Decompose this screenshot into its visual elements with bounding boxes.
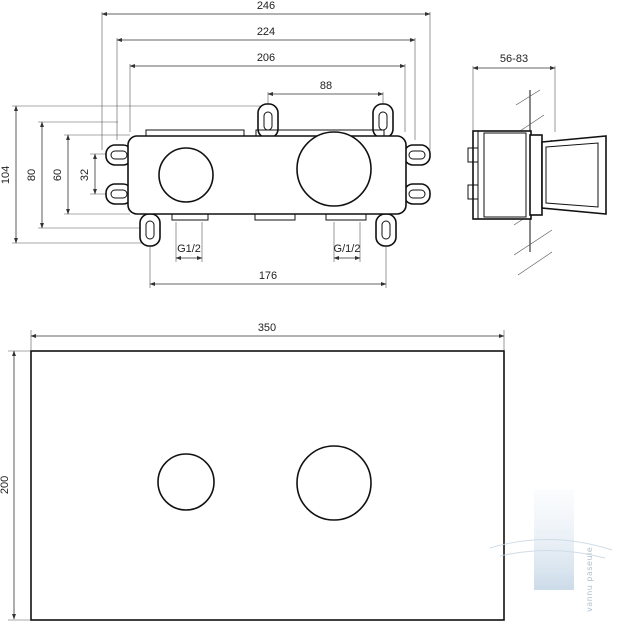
diverter-opening-small [158, 147, 214, 203]
dimension-206: 206 [257, 52, 275, 64]
depth-range-label: 56-83 [500, 53, 528, 65]
plate-opening-small [157, 453, 215, 511]
dimension-60: 60 [52, 169, 64, 181]
thread-dimensions: G1/2 G/1/2 [175, 243, 361, 260]
dimension-80: 80 [26, 169, 38, 181]
mixer-housing [127, 129, 407, 221]
dimension-224: 224 [257, 26, 275, 38]
thread-left-label: G1/2 [177, 243, 201, 255]
cover-plate [30, 350, 505, 621]
dimension-104: 104 [0, 166, 12, 184]
thread-right-label: G/1/2 [334, 243, 361, 255]
dimension-246: 246 [257, 0, 275, 12]
cover-plate-view: 350 200 [0, 322, 505, 621]
thermostat-opening-large [296, 131, 372, 207]
extension-lines [12, 12, 431, 288]
watermark-text: vannu paseule [585, 547, 594, 612]
plate-opening-large [296, 445, 372, 521]
watermark: vannu paseule [489, 490, 613, 612]
side-view: 56-83 [467, 53, 607, 276]
plate-width-label: 350 [258, 322, 276, 334]
horizontal-dimensions: 246 224 206 88 176 [101, 0, 431, 286]
dimension-88: 88 [320, 80, 332, 92]
mixing-body-front-view: 246 224 206 88 176 104 80 60 32 G1/2 [0, 0, 431, 288]
plate-height-label: 200 [0, 476, 11, 494]
dimension-32: 32 [79, 169, 91, 181]
vertical-dimensions: 104 80 60 32 [0, 105, 97, 244]
dimension-176: 176 [259, 270, 277, 282]
